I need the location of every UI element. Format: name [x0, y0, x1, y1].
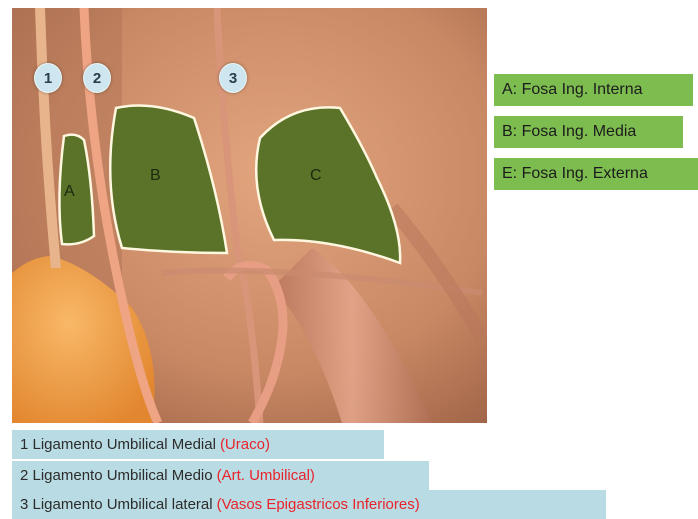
ligament-caption-3-text: 3 Ligamento Umbilical lateral	[20, 496, 213, 513]
ligament-caption-1-text: 1 Ligamento Umbilical Medial	[20, 436, 216, 453]
fossa-b-label: B	[150, 167, 161, 185]
anatomy-illustration	[12, 8, 487, 423]
ligament-caption-3: 3 Ligamento Umbilical lateral (Vasos Epi…	[12, 490, 606, 519]
ligament-1-marker: 1	[34, 63, 62, 93]
ligament-2-marker: 2	[83, 63, 111, 93]
legend-fossa-media: B: Fosa Ing. Media	[494, 116, 683, 148]
ligament-caption-2-note: (Art. Umbilical)	[217, 467, 315, 484]
legend-fossa-externa: E: Fosa Ing. Externa	[494, 158, 698, 190]
ligament-caption-1: 1 Ligamento Umbilical Medial (Uraco)	[12, 430, 384, 459]
fossa-a-label: A	[64, 183, 75, 201]
ligament-caption-3-note: (Vasos Epigastricos Inferiores)	[217, 496, 420, 513]
legend-fossa-interna: A: Fosa Ing. Interna	[494, 74, 693, 106]
fossa-c-label: C	[310, 167, 322, 185]
ligament-caption-2-text: 2 Ligamento Umbilical Medio	[20, 467, 213, 484]
ligament-3-marker: 3	[219, 63, 247, 93]
anatomy-drawing	[12, 8, 487, 423]
ligament-caption-2: 2 Ligamento Umbilical Medio (Art. Umbili…	[12, 461, 429, 490]
ligament-caption-1-note: (Uraco)	[220, 436, 270, 453]
